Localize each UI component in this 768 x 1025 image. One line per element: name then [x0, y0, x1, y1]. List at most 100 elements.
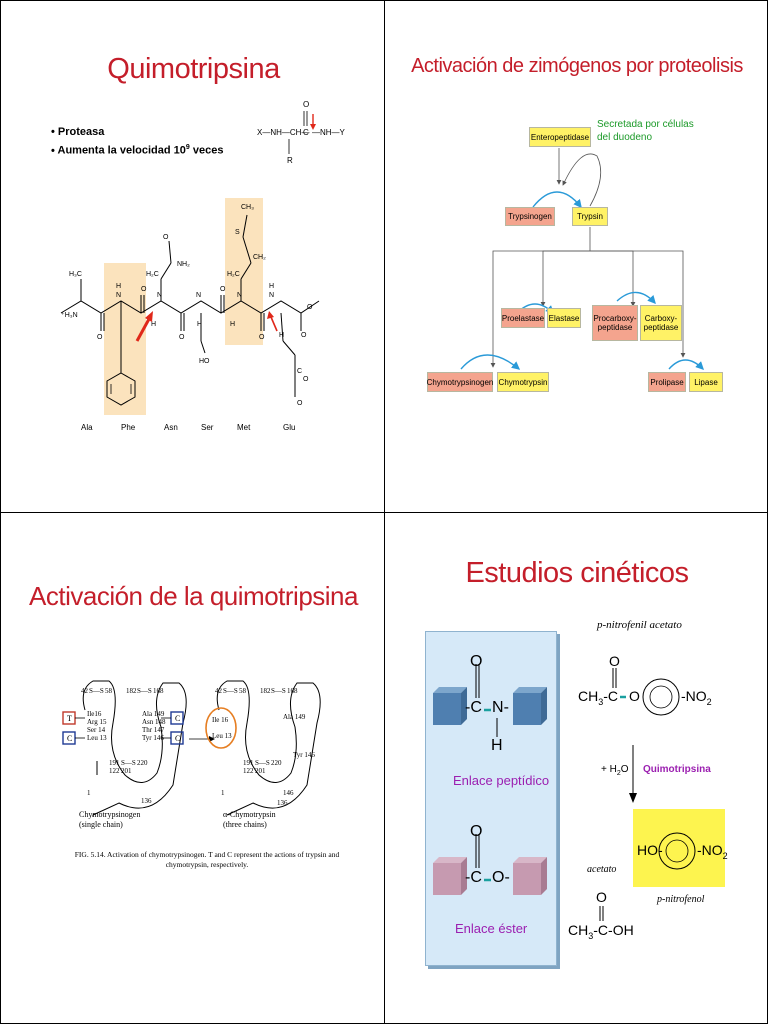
- ester-o: O-: [492, 869, 510, 886]
- svg-text:N: N: [269, 292, 274, 299]
- water-label: + H2O: [601, 764, 629, 777]
- ss-label: 201: [255, 767, 266, 775]
- svg-text:⁺H₃N: ⁺H₃N: [61, 312, 78, 319]
- chymotrypsinogen-name: Chymotrypsinogen(single chain): [79, 810, 141, 829]
- ss-label: 220: [271, 759, 282, 767]
- svg-text:N: N: [196, 292, 201, 299]
- met-cleavage-arrow: [270, 316, 278, 332]
- ss-label: 1: [221, 789, 225, 797]
- t-marker: T: [67, 714, 72, 723]
- atom-o: O: [470, 653, 483, 670]
- secretion-note: Secretada por células del duodeno: [597, 119, 694, 143]
- svg-text:CH₂: CH₂: [253, 254, 266, 261]
- ss-label: 136: [141, 797, 152, 805]
- ss-label: 168: [153, 687, 164, 695]
- peptide-bond-formula: X—NH—CH— C —NH—Y O R: [257, 100, 346, 165]
- svg-text:O: O: [301, 332, 307, 339]
- phe-cleavage-arrow: [135, 318, 151, 342]
- prolipase-box: Prolipase: [648, 372, 686, 392]
- ss-label: S—S: [255, 759, 270, 767]
- svg-text:H: H: [197, 321, 202, 328]
- lipase-box: Lipase: [689, 372, 723, 392]
- ss-label: 201: [121, 767, 132, 775]
- ss-label: S—S: [121, 759, 136, 767]
- ss-label: 42: [81, 687, 88, 695]
- residue-label: Thr 147: [142, 726, 165, 734]
- acetate-label: acetato: [587, 864, 617, 875]
- slide-title: Activación de la quimotripsina: [29, 581, 358, 611]
- ss-label: 182: [260, 687, 271, 695]
- bullet-item: Aumenta la velocidad 109 veces: [51, 140, 224, 159]
- atom-o: O: [609, 653, 620, 669]
- figure-caption: FIG. 5.14. Activation of chymotrypsinoge…: [74, 850, 340, 869]
- c-marker: C: [175, 734, 181, 743]
- ss-label: 122: [243, 767, 254, 775]
- atom-h: H: [491, 737, 503, 754]
- ss-label: S—S: [137, 687, 152, 695]
- slide-estudios-cineticos: Estudios cinéticos: [384, 512, 768, 1024]
- peptide-right-block: [513, 693, 541, 725]
- chymotrypsinogen-box: Chymotrypsinogen: [427, 372, 493, 392]
- svg-text:N: N: [157, 292, 162, 299]
- ss-label: S—S: [271, 687, 286, 695]
- residue-label: Tyr 146: [142, 734, 164, 742]
- cleaved-site-circle: [205, 707, 237, 749]
- ss-label: 168: [287, 687, 298, 695]
- slide-title: Quimotripsina: [107, 53, 280, 85]
- substrate-name: p-nitrofenil acetato: [597, 619, 682, 631]
- nitro-group: -NO2: [681, 688, 712, 707]
- slide-activacion-quimotripsina: Activación de la quimotripsina 42 S—S 58…: [0, 512, 385, 1024]
- ss-label: 146: [283, 789, 294, 797]
- phenyl-ring: [106, 372, 136, 406]
- c-marker: C: [67, 734, 73, 743]
- kinetics-labels: O -C N- H Enlace peptídico O -C O- Enlac…: [385, 513, 768, 1025]
- residue-phe: Phe: [121, 423, 136, 432]
- diagram-labels: 42 S—S 58 182 S—S 168 Ile16 Arg 15 Ser 1…: [1, 513, 386, 1025]
- methyl-group: CH3-C: [578, 688, 619, 707]
- residue-label: Leu 13: [87, 734, 107, 742]
- elastase-box: Elastase: [547, 308, 581, 328]
- svg-text:S: S: [235, 229, 240, 236]
- residue-label: Arg 15: [87, 718, 107, 726]
- formula-right: —NH—Y: [312, 128, 346, 137]
- hydroxyl-group: HO-: [637, 842, 663, 858]
- enzyme-label: Quimotripsina: [643, 764, 711, 775]
- svg-text:N: N: [237, 292, 242, 299]
- residue-met: Met: [237, 423, 251, 432]
- ss-label: 58: [239, 687, 246, 695]
- svg-text:H: H: [151, 321, 156, 328]
- svg-text:HO: HO: [199, 358, 210, 365]
- svg-text:NH₂: NH₂: [177, 261, 190, 268]
- ss-label: 220: [137, 759, 148, 767]
- residue-label: Tyr 146: [293, 751, 315, 759]
- chymotrypsin-box: Chymotrypsin: [497, 372, 549, 392]
- svg-text:N: N: [116, 292, 121, 299]
- slide-activacion-zimogenos: Activación de zimógenos por proteolisis …: [384, 0, 768, 513]
- ss-label: 58: [105, 687, 112, 695]
- slide-title: Estudios cinéticos: [465, 557, 689, 589]
- procarboxypeptidase-box: Procarboxy-peptidase: [592, 305, 638, 341]
- peptide-c: -C: [465, 699, 482, 716]
- alpha-chymotrypsin-name: α-Chymotrypsin(three chains): [223, 810, 276, 829]
- residue-label: Ile 16: [212, 716, 229, 724]
- svg-text:H₃C: H₃C: [69, 271, 82, 278]
- ss-label: 1: [87, 789, 91, 797]
- formula-carbon: C: [303, 128, 309, 137]
- ester-right-block: [513, 863, 541, 895]
- residue-asn: Asn: [164, 423, 178, 432]
- formula-r: R: [287, 156, 293, 165]
- ss-label: 191: [243, 759, 254, 767]
- ss-label: 182: [126, 687, 137, 695]
- svg-text:O: O: [259, 334, 265, 341]
- svg-text:O: O: [163, 234, 169, 241]
- pnitrofenol-label: p-nitrofenol: [657, 894, 705, 905]
- enteropeptidase-box: Enteropeptidase: [529, 127, 591, 147]
- svg-text:C: C: [297, 368, 302, 375]
- svg-text:CH₃: CH₃: [241, 204, 254, 211]
- svg-text:O: O: [220, 286, 226, 293]
- svg-text:O: O: [303, 376, 309, 383]
- proelastase-box: Proelastase: [501, 308, 545, 328]
- ss-label: 191: [109, 759, 120, 767]
- formula-oxygen: O: [303, 100, 309, 109]
- residue-glu: Glu: [283, 423, 296, 432]
